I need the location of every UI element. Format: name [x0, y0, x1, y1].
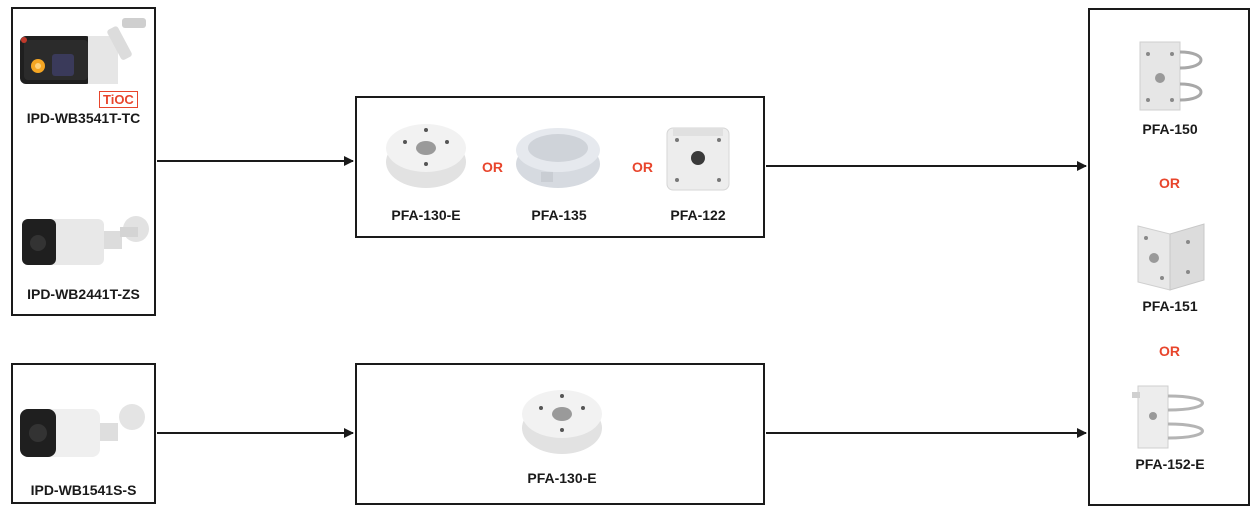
- or-separator-2: OR: [632, 159, 653, 175]
- camera-2-label: IPD-WB2441T-ZS: [27, 286, 140, 302]
- pfa-150-label: PFA-150: [1142, 121, 1198, 137]
- tioc-badge: TiOC: [99, 91, 138, 108]
- camera-tioc-image: [20, 18, 146, 84]
- camera-s-image: [20, 404, 145, 457]
- camera-zs-image: [22, 216, 149, 265]
- pfa-122-label: PFA-122: [670, 207, 726, 223]
- pfa-135-image: [516, 128, 600, 188]
- pfa-130-e-label-bottom: PFA-130-E: [527, 470, 597, 486]
- or-separator-3: OR: [1159, 175, 1180, 191]
- pfa-135-label: PFA-135: [531, 207, 587, 223]
- camera-1-label: IPD-WB3541T-TC: [26, 110, 141, 126]
- pfa-152-e-image: [1132, 385, 1204, 449]
- pfa-130-e-label-top: PFA-130-E: [391, 207, 461, 223]
- pfa-130-e-image-top: [386, 124, 466, 188]
- pfa-151-label: PFA-151: [1142, 298, 1198, 314]
- pfa-122-image: [666, 127, 730, 191]
- pfa-150-image: [1139, 41, 1203, 111]
- or-separator-1: OR: [482, 159, 503, 175]
- or-separator-4: OR: [1159, 343, 1180, 359]
- camera-3-label: IPD-WB1541S-S: [30, 482, 137, 498]
- pfa-152-e-label: PFA-152-E: [1135, 456, 1205, 472]
- pfa-130-e-image-bottom: [522, 390, 602, 454]
- pfa-151-image: [1137, 223, 1205, 291]
